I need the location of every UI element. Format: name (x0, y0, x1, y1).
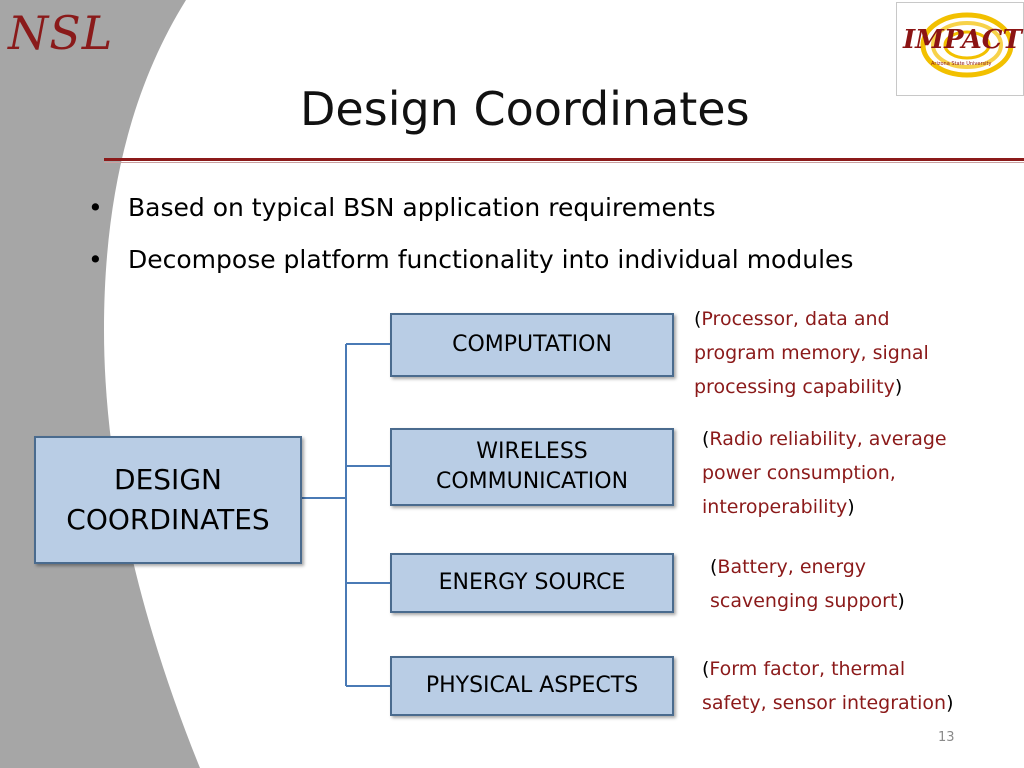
impact-logo: IMPACT Arizona State University (896, 2, 1024, 96)
bullet-text: Based on typical BSN application require… (128, 193, 716, 222)
wireless-label-line2: COMMUNICATION (435, 469, 629, 494)
physical-aspects-label: PHYSICAL ASPECTS (425, 673, 639, 698)
energy-source-box: ENERGY SOURCE (390, 553, 674, 613)
bullet-dot-icon: • (88, 193, 103, 222)
energy-source-note: (Battery, energy scavenging support) (710, 556, 905, 612)
energy-source-label: ENERGY SOURCE (438, 570, 626, 595)
slide-number: 13 (938, 730, 955, 745)
physical-aspects-note-text: Form factor, thermal safety, sensor inte… (702, 658, 947, 714)
physical-aspects-box: PHYSICAL ASPECTS (390, 656, 674, 716)
bullet-list: • Based on typical BSN application requir… (88, 188, 853, 292)
physical-aspects-note: (Form factor, thermal safety, sensor int… (702, 658, 954, 714)
computation-note: (Processor, data and program memory, sig… (694, 308, 929, 398)
wireless-note: (Radio reliability, average power consum… (702, 428, 947, 518)
wireless-note-text: Radio reliability, average power consump… (702, 428, 947, 518)
root-label-line1: DESIGN (114, 463, 222, 496)
bullet-item: • Based on typical BSN application requir… (88, 188, 853, 240)
bullet-text: Decompose platform functionality into in… (128, 245, 854, 274)
wireless-label-line1: WIRELESS (476, 439, 588, 464)
title-rule (104, 158, 1024, 161)
title-rule-shadow (104, 162, 1024, 163)
impact-logo-swirl-icon (920, 12, 1014, 78)
energy-source-note-text: Battery, energy scavenging support (710, 556, 898, 612)
impact-logo-text: IMPACT (903, 25, 1022, 55)
computation-label: COMPUTATION (452, 332, 612, 357)
bullet-dot-icon: • (88, 245, 103, 274)
design-coordinates-box: DESIGN COORDINATES (34, 436, 302, 564)
root-label-line2: COORDINATES (66, 503, 270, 536)
slide-title: Design Coordinates (300, 82, 750, 136)
computation-note-text: Processor, data and program memory, sign… (694, 308, 929, 398)
computation-box: COMPUTATION (390, 313, 674, 377)
bullet-item: • Decompose platform functionality into i… (88, 240, 853, 292)
wireless-communication-box: WIRELESS COMMUNICATION (390, 428, 674, 506)
nsl-logo: NSL (8, 6, 114, 60)
impact-logo-subtext: Arizona State University (931, 61, 992, 67)
